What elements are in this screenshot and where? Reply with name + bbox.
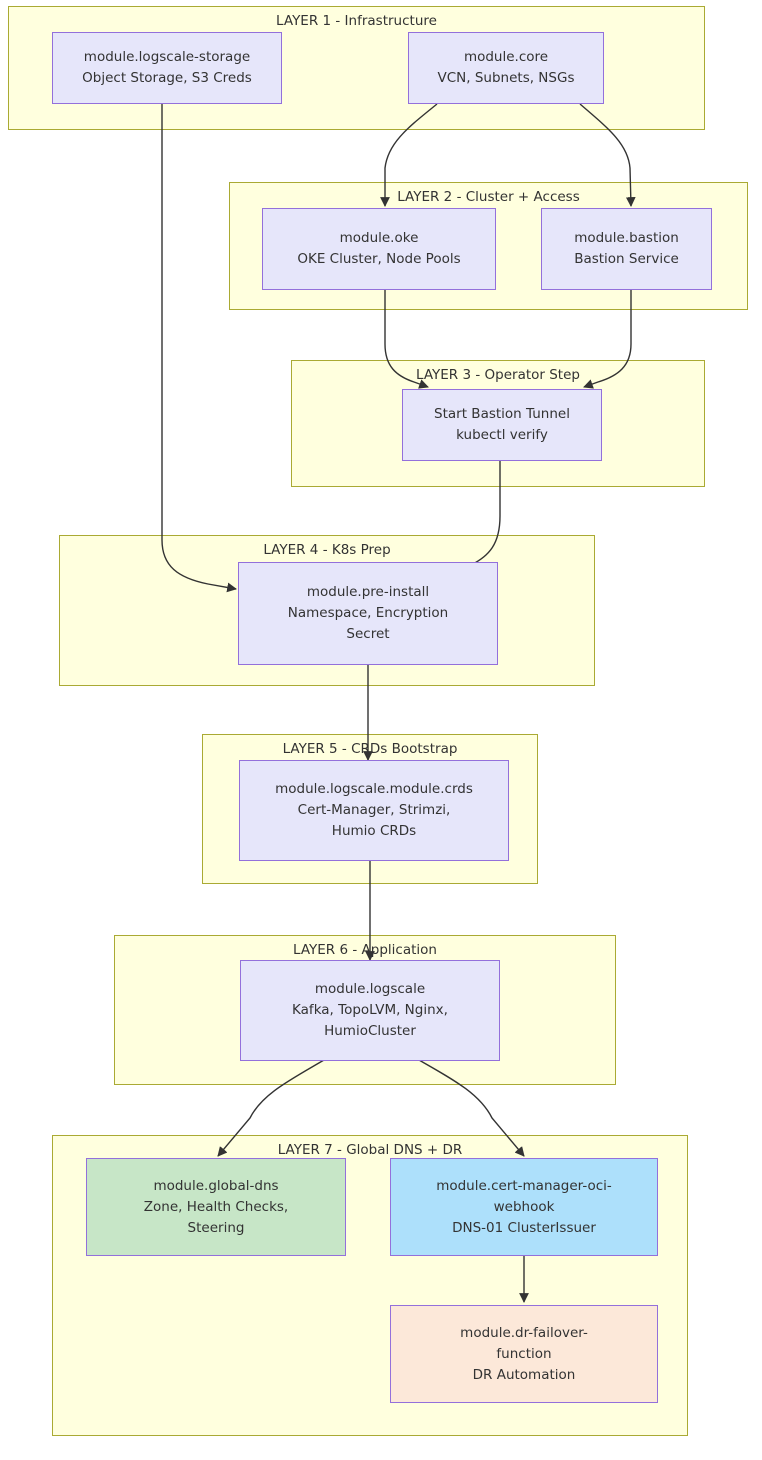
node-oke[interactable]: module.oke OKE Cluster, Node Pools — [262, 208, 496, 290]
node-pre-install[interactable]: module.pre-install Namespace, Encryption… — [238, 562, 498, 665]
layer-title-layer4: LAYER 4 - K8s Prep — [263, 542, 391, 558]
layer-title-layer3: LAYER 3 - Operator Step — [416, 367, 580, 383]
node-cert-manager-line-2: webhook — [493, 1198, 555, 1215]
node-pre-install-line-2: Namespace, Encryption — [287, 605, 449, 621]
node-bastion-tunnel[interactable]: Start Bastion Tunnel kubectl verify — [402, 389, 602, 461]
node-logscale-line-2: Kafka, TopoLVM, Nginx, — [292, 1002, 448, 1018]
node-bastion-line-1: module.bastion — [574, 230, 679, 246]
layer-title-layer7: LAYER 7 - Global DNS + DR — [277, 1142, 463, 1158]
node-logscale[interactable]: module.logscale Kafka, TopoLVM, Nginx, H… — [240, 960, 500, 1061]
layer-title-layer1: LAYER 1 - Infrastructure — [276, 13, 437, 29]
node-global-dns[interactable]: module.global-dns Zone, Health Checks, S… — [86, 1158, 346, 1256]
node-cert-manager-oci-webhook[interactable]: module.cert-manager-oci- webhook DNS-01 … — [390, 1158, 658, 1256]
node-dr-failover-line-3: DR Automation — [472, 1366, 576, 1383]
node-global-dns-line-3: Steering — [187, 1219, 245, 1236]
node-core-line-2: VCN, Subnets, NSGs — [437, 70, 575, 86]
node-core-line-1: module.core — [463, 49, 549, 65]
layer-title-layer6: LAYER 6 - Application — [293, 942, 437, 958]
layer-title-layer5: LAYER 5 - CRDs Bootstrap — [282, 741, 458, 757]
node-core[interactable]: module.core VCN, Subnets, NSGs — [408, 32, 604, 104]
node-oke-line-1: module.oke — [339, 230, 419, 246]
node-global-dns-line-1: module.global-dns — [153, 1177, 279, 1194]
node-bastion-tunnel-line-1: Start Bastion Tunnel — [434, 406, 570, 422]
node-crds-line-2: Cert-Manager, Strimzi, — [297, 802, 451, 818]
edge-logscale-storage-to-pre-install — [161, 104, 237, 593]
node-cert-manager-line-1: module.cert-manager-oci- — [436, 1177, 612, 1194]
node-global-dns-line-2: Zone, Health Checks, — [143, 1198, 289, 1215]
node-dr-failover-line-1: module.dr-failover- — [460, 1324, 588, 1341]
node-logscale-line-1: module.logscale — [314, 981, 426, 997]
node-bastion-line-2: Bastion Service — [574, 251, 679, 267]
node-pre-install-line-3: Secret — [346, 626, 390, 642]
node-logscale-line-3: HumioCluster — [324, 1023, 416, 1039]
node-pre-install-line-1: module.pre-install — [306, 584, 430, 600]
node-oke-line-2: OKE Cluster, Node Pools — [297, 251, 461, 267]
node-crds-line-1: module.logscale.module.crds — [275, 781, 473, 797]
node-logscale-storage-line-1: module.logscale-storage — [83, 49, 251, 65]
node-crds-line-3: Humio CRDs — [331, 823, 417, 839]
node-logscale-storage-line-2: Object Storage, S3 Creds — [82, 70, 252, 86]
node-dr-failover-line-2: function — [496, 1345, 552, 1362]
node-cert-manager-line-3: DNS-01 ClusterIssuer — [452, 1219, 596, 1236]
node-logscale-storage[interactable]: module.logscale-storage Object Storage, … — [52, 32, 282, 104]
node-bastion[interactable]: module.bastion Bastion Service — [541, 208, 712, 290]
layer-title-layer2: LAYER 2 - Cluster + Access — [397, 189, 580, 205]
node-bastion-tunnel-line-2: kubectl verify — [456, 427, 548, 443]
node-crds[interactable]: module.logscale.module.crds Cert-Manager… — [239, 760, 509, 861]
node-dr-failover-function[interactable]: module.dr-failover- function DR Automati… — [390, 1305, 658, 1403]
